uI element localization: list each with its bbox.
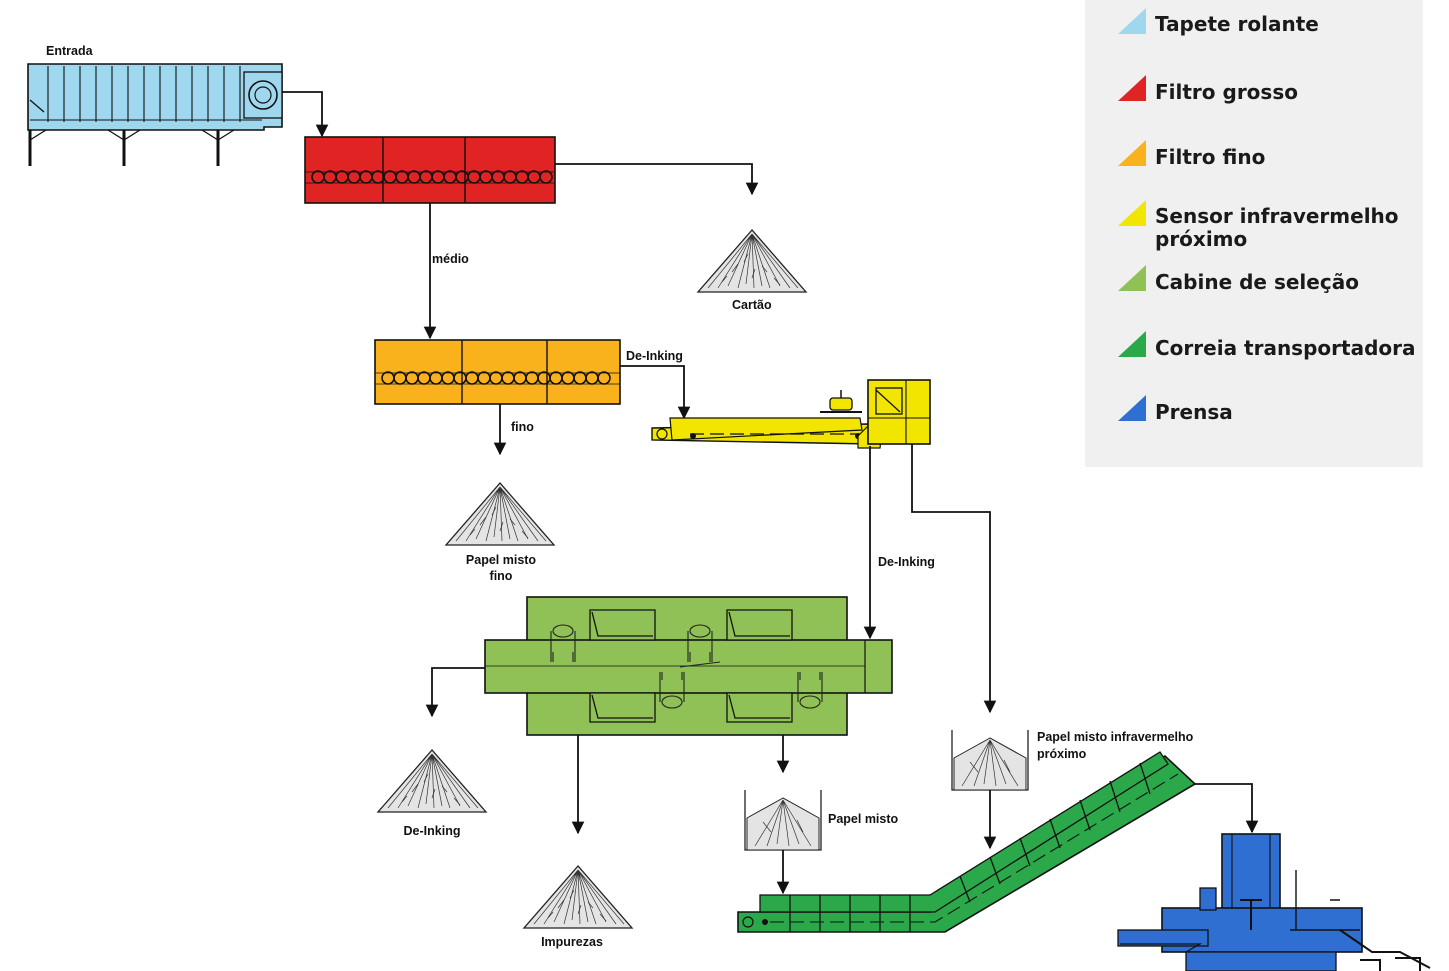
legend-label: Filtro grosso [1155, 80, 1298, 104]
legend-item-correia: Correia transportadora [1118, 331, 1415, 360]
cardboard-pile-icon [697, 229, 807, 293]
sensor-swatch-icon [1118, 200, 1146, 226]
nir-sensor-unit [651, 379, 931, 449]
deinking-pile-icon [377, 749, 487, 813]
legend-item-tapete-rolante: Tapete rolante [1118, 8, 1319, 36]
coarse-filter [304, 136, 556, 204]
label-medio: médio [432, 252, 469, 266]
fine-filter [374, 339, 621, 405]
belt-conveyor [737, 751, 1197, 933]
legend-label: Filtro fino [1155, 145, 1265, 169]
baler-press [1117, 833, 1431, 971]
flow-arrow [911, 444, 997, 714]
legend-label: Cabine de seleção [1155, 270, 1359, 294]
flow-arrow [555, 163, 759, 196]
label-deinking-bottom: De-Inking [404, 824, 461, 838]
label-nir-line2: próximo [1037, 747, 1087, 761]
flow-arrow [282, 91, 329, 138]
legend-background [1085, 0, 1423, 467]
label-deinking-top: De-Inking [626, 349, 683, 363]
legend-item-cabine: Cabine de seleção [1118, 265, 1359, 294]
legend: Tapete rolante Filtro grosso Filtro fino… [1085, 0, 1423, 467]
conveyor-swatch-icon [1118, 8, 1146, 34]
label-papel-misto-fino: Papel misto [466, 553, 537, 567]
legend-item-filtro-grosso: Filtro grosso [1118, 75, 1298, 104]
label-papel-misto: Papel misto [828, 812, 899, 826]
label-entrada: Entrada [46, 44, 94, 58]
label-impurezas: Impurezas [541, 935, 603, 949]
legend-label-line1: Sensor infravermelho [1155, 204, 1399, 228]
belt-swatch-icon [1118, 331, 1146, 357]
fine-mixed-paper-pile-icon [445, 482, 555, 546]
legend-item-filtro-fino: Filtro fino [1118, 140, 1265, 169]
label-fino: fino [511, 420, 534, 434]
infeed-conveyor: Entrada [27, 44, 283, 166]
cabin-windows [589, 609, 793, 723]
flow-arrow [425, 667, 485, 718]
fine-filter-swatch-icon [1118, 140, 1146, 166]
flow-arrow [1195, 783, 1259, 834]
label-papel-misto-fino-2: fino [490, 569, 513, 583]
nir-mixed-paper-bin-icon [951, 729, 1029, 791]
sensor-head-icon [820, 390, 862, 413]
label-cartao: Cartão [732, 298, 772, 312]
legend-label-line2: próximo [1155, 227, 1247, 251]
legend-item-sensor: Sensor infravermelho próximo [1118, 200, 1399, 251]
mixed-paper-bin-icon [744, 789, 822, 851]
coarse-filter-swatch-icon [1118, 75, 1146, 101]
label-nir-line1: Papel misto infravermelho [1037, 730, 1194, 744]
impurities-pile-icon [523, 865, 633, 929]
sorter-stations [550, 624, 823, 709]
sorting-cabin [484, 596, 893, 736]
sorting-cabin-swatch-icon [1118, 265, 1146, 291]
drive-wheel-icon [248, 80, 278, 110]
label-deinking-mid: De-Inking [878, 555, 935, 569]
legend-item-prensa: Prensa [1118, 395, 1233, 424]
flow-arrow [620, 365, 691, 420]
legend-label: Prensa [1155, 400, 1233, 424]
legend-label: Correia transportadora [1155, 336, 1415, 360]
legend-label: Tapete rolante [1155, 12, 1319, 36]
press-swatch-icon [1118, 395, 1146, 421]
